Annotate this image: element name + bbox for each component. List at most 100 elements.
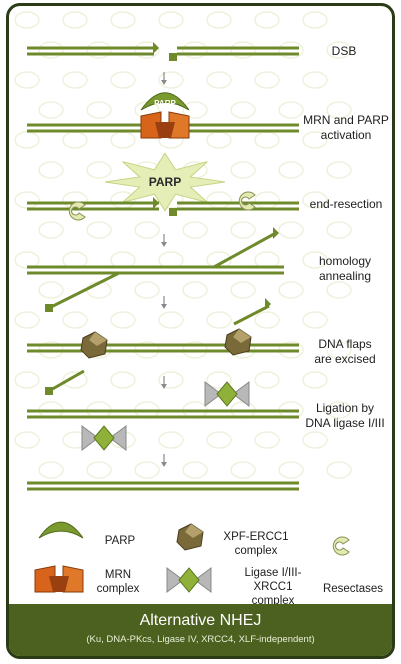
- resectase-right: [239, 192, 255, 210]
- legend-label-ligase: Ligase I/III- XRCC1 complex: [228, 566, 318, 608]
- chromatin-loop: [231, 42, 255, 58]
- chromatin-loop: [159, 312, 183, 328]
- legend-label-xpf: XPF-ERCC1 complex: [216, 530, 296, 558]
- dna-resection-left: [27, 203, 159, 209]
- chromatin-loop: [15, 72, 39, 88]
- chromatin-loop: [207, 132, 231, 148]
- chromatin-loop: [111, 12, 135, 28]
- legend-parp-icon: [39, 522, 83, 538]
- legend-label-parp: PARP: [95, 534, 145, 548]
- legend-resectase-icon: [333, 537, 349, 555]
- dna-annealing: [27, 267, 284, 273]
- chromatin-loop: [231, 222, 255, 238]
- resectase-left: [69, 202, 85, 220]
- dsb-square-end: [169, 53, 177, 61]
- chromatin-loop: [135, 462, 159, 478]
- chromatin-loop: [303, 312, 327, 328]
- legend-ligase-icon: [167, 568, 211, 592]
- step-label-activation: MRN and PARP activation: [297, 113, 395, 143]
- chromatin-loop: [111, 312, 135, 328]
- chromatin-loop: [279, 282, 303, 298]
- chromatin-loop: [159, 12, 183, 28]
- step-label-ligation: Ligation by DNA ligase I/III: [295, 401, 395, 431]
- chromatin-loop: [39, 222, 63, 238]
- chromatin-loop: [63, 72, 87, 88]
- arrow-3: [161, 234, 167, 247]
- chromatin-loop: [63, 12, 87, 28]
- chromatin-loop: [231, 102, 255, 118]
- chromatin-loop: [15, 312, 39, 328]
- resection-square-end: [169, 208, 177, 216]
- diagram-panel: PARP PARP DSB MRN and PARP activation end…: [6, 3, 395, 659]
- chromatin-loop: [327, 282, 351, 298]
- parp-big-text: PARP: [149, 175, 181, 189]
- chromatin-loop: [255, 432, 279, 448]
- chromatin-loop: [39, 42, 63, 58]
- step-label-annealing: homology annealing: [305, 254, 385, 284]
- footer-banner: Alternative NHEJ (Ku, DNA-PKcs, Ligase I…: [9, 604, 392, 656]
- legend-mrn-icon: [35, 566, 83, 592]
- chromatin-loop: [231, 462, 255, 478]
- overhang-up-arrow: [273, 227, 279, 239]
- ligase-green-core: [179, 568, 199, 592]
- chromatin-loop: [183, 282, 207, 298]
- chromatin-loop: [39, 282, 63, 298]
- chromatin-loop: [15, 132, 39, 148]
- chromatin-loop: [255, 72, 279, 88]
- xpf-left: [81, 332, 107, 358]
- step-arrow-head: [161, 242, 167, 247]
- chromatin-loop: [303, 432, 327, 448]
- dna-resection-right: [177, 203, 299, 209]
- chromatin-loop: [327, 222, 351, 238]
- dna-flaps: [27, 345, 299, 351]
- chromatin-loop: [63, 132, 87, 148]
- chromatin-loop: [87, 222, 111, 238]
- chromatin-loop: [303, 372, 327, 388]
- overhang-down-square: [45, 304, 53, 312]
- footer-title: Alternative NHEJ: [9, 611, 392, 631]
- chromatin-loop: [15, 372, 39, 388]
- chromatin-loop: [255, 372, 279, 388]
- mrn-on-dna: [141, 112, 189, 138]
- chromatin-loop: [87, 42, 111, 58]
- dna-dsb-right: [177, 48, 299, 54]
- step-arrow-head: [161, 384, 167, 389]
- chromatin-loop: [39, 102, 63, 118]
- chromatin-loop: [303, 12, 327, 28]
- chromatin-loop: [87, 162, 111, 178]
- step-arrow-head: [161, 304, 167, 309]
- xpf-right: [225, 329, 251, 355]
- chromatin-loop: [15, 432, 39, 448]
- flap-up: [234, 306, 269, 324]
- legend-xpf-icon: [177, 524, 203, 550]
- legend-label-resectases: Resectases: [314, 582, 392, 596]
- parp-small-text: PARP: [154, 99, 176, 108]
- dna-repaired: [27, 483, 299, 489]
- chromatin-loop: [111, 132, 135, 148]
- chromatin-loop: [111, 372, 135, 388]
- chromatin-loop: [231, 162, 255, 178]
- chromatin-loop: [207, 192, 231, 208]
- chromatin-loop: [39, 462, 63, 478]
- nhej-diagram: PARP PARP: [9, 6, 392, 606]
- chromatin-loop: [207, 312, 231, 328]
- step-label-dsb: DSB: [314, 44, 374, 59]
- overhang-down: [49, 273, 119, 308]
- chromatin-loop: [327, 462, 351, 478]
- step-label-flaps: DNA flaps are excised: [305, 337, 385, 367]
- ligase-bottom: [82, 426, 126, 450]
- chromatin-loop: [255, 192, 279, 208]
- footer-subtitle: (Ku, DNA-PKcs, Ligase IV, XRCC4, XLF-ind…: [9, 634, 392, 646]
- chromatin-loop: [207, 12, 231, 28]
- chromatin-loop: [15, 192, 39, 208]
- chromatin-loop: [135, 222, 159, 238]
- chromatin-loop: [111, 72, 135, 88]
- dna-ligation: [27, 411, 299, 417]
- chromatin-loop: [87, 462, 111, 478]
- step-label-resection: end-resection: [301, 197, 391, 212]
- chromatin-loop: [87, 102, 111, 118]
- ligase-green-core: [217, 382, 237, 406]
- flap-down-square: [45, 387, 53, 395]
- legend-label-mrn: MRN complex: [83, 568, 153, 596]
- chromatin-loop: [303, 72, 327, 88]
